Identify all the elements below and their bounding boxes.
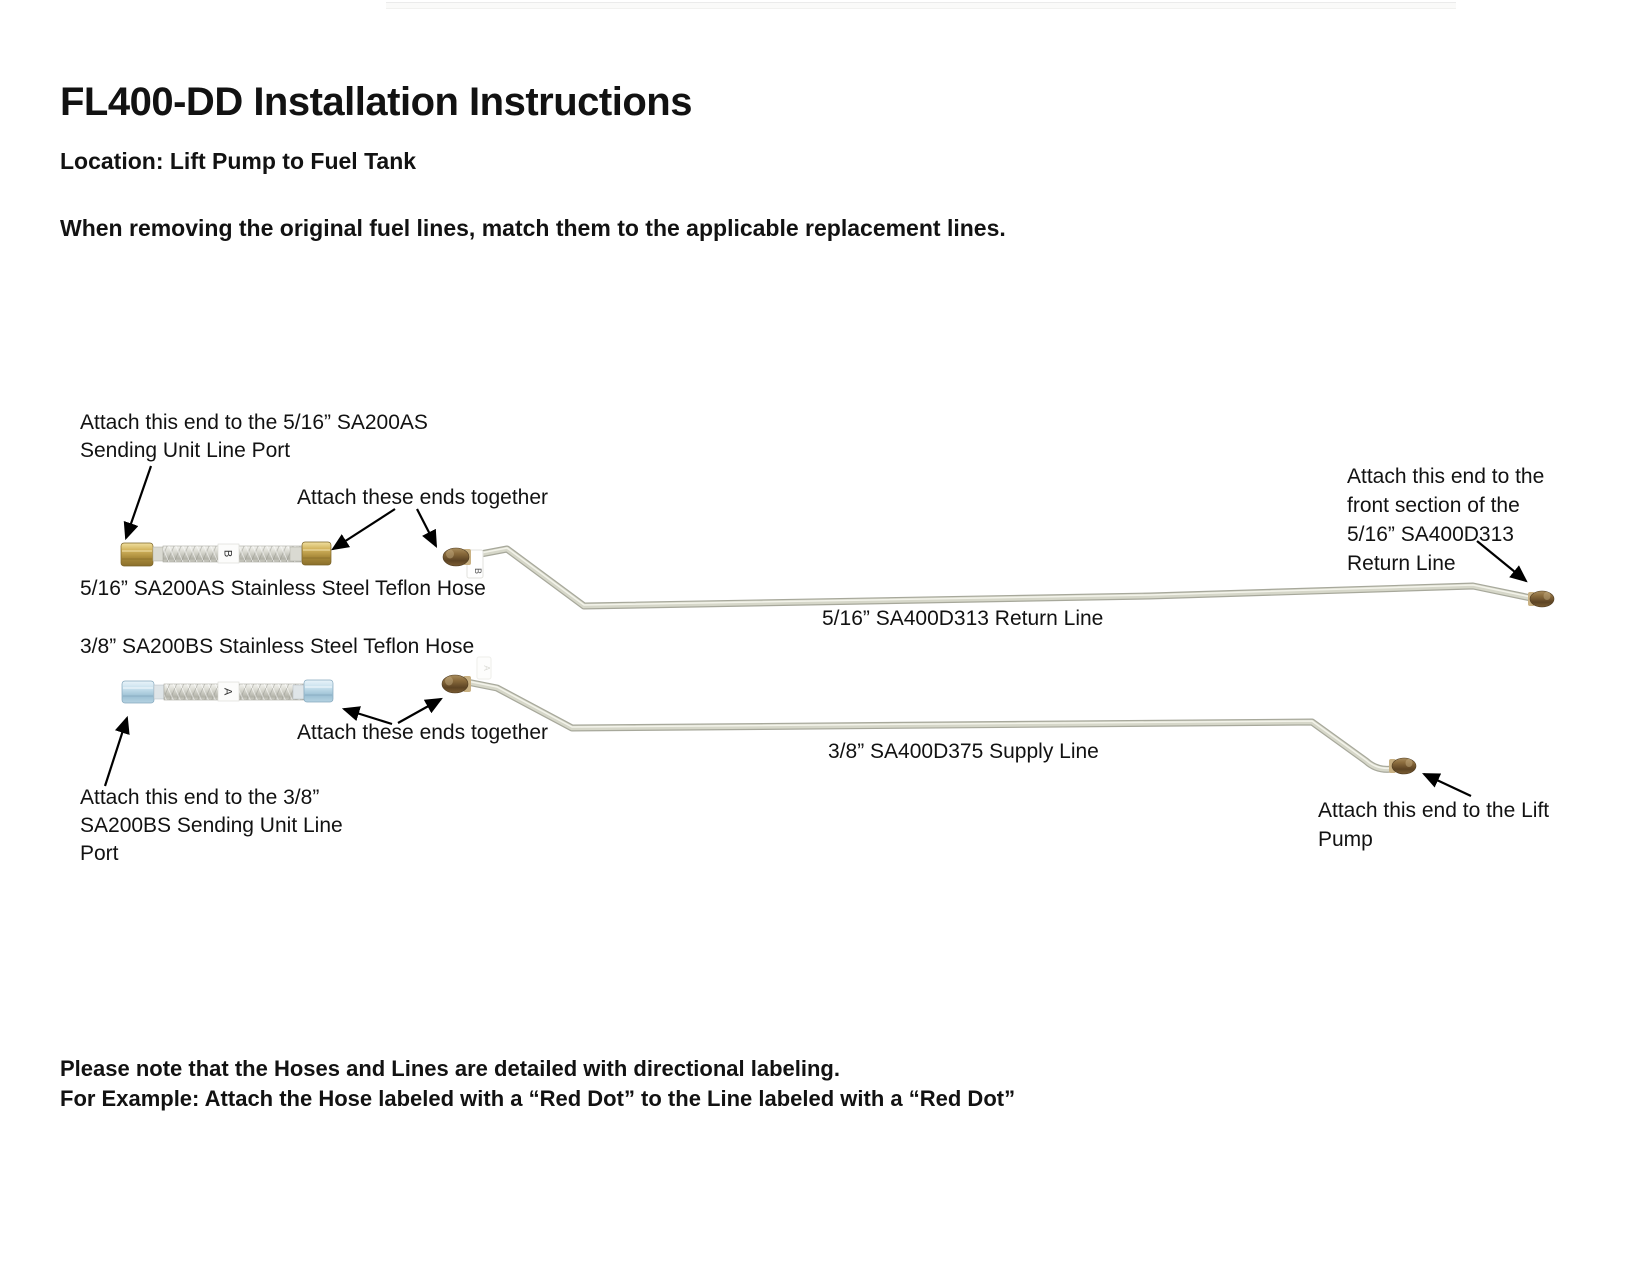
arrow-to-return-line-end [1476,540,1528,583]
callout-arrows [103,465,1528,797]
supply-line-label: 3/8” SA400D375 Supply Line [828,740,1099,763]
id-tag: A [476,656,492,680]
collar-right [289,546,303,562]
hex-nut-right [303,679,334,703]
flare-fitting-right [1389,757,1417,775]
flare-fitting-left [442,547,471,567]
annotation-attach-sending-unit-38: Attach this end to the 3/8” SA200BS Send… [80,786,343,865]
annotation-attach-front-section: Attach this end to the front section of … [1347,465,1545,575]
id-band [217,681,240,702]
intro-text: When removing the original fuel lines, m… [60,215,1006,241]
arrow-to-return-line-start [416,508,438,548]
steel-tube [466,545,1535,610]
scan-artifact-strip [386,2,1456,9]
arrow-to-hose-a-left-end [103,715,130,787]
return-line-label: 5/16” SA400D313 Return Line [822,607,1104,630]
hex-nut-left [121,680,155,704]
page-title: FL400-DD Installation Instructions [60,80,692,124]
hose-a-label: 3/8” SA200BS Stainless Steel Teflon Hose [80,635,475,658]
hose-a-illustration: A [121,679,334,704]
steel-tube [463,678,1396,773]
arrow-to-supply-line-start [397,697,443,724]
arrow-to-supply-line-end [1422,773,1472,797]
flare-fitting-right [1528,590,1555,608]
id-band [217,543,240,564]
supply-line-illustration: A [441,656,1417,775]
annotation-attach-together-top: Attach these ends together [297,486,549,509]
collar-left [153,684,165,700]
return-line-illustration: B [442,545,1555,610]
footer-note-1: Please note that the Hoses and Lines are… [60,1056,840,1081]
hose-b-illustration: B [120,541,332,567]
return-line-tag-letter: B [473,568,483,574]
supply-line-tag-letter: A [482,665,491,671]
collar-left [152,546,165,562]
collar-right [292,684,305,700]
footer-note-2: For Example: Attach the Hose labeled wit… [60,1086,1016,1111]
annotation-attach-together-bottom: Attach these ends together [297,721,549,744]
hose-a-band-letter: A [222,688,234,696]
arrow-to-hose-a-right-end [341,706,393,726]
hex-nut-left [120,542,154,567]
arrow-to-hose-b-right-end [331,508,396,551]
annotation-attach-lift-pump: Attach this end to the Lift Pump [1318,799,1550,851]
annotation-attach-sending-unit-516: Attach this end to the 5/16” SA200AS Sen… [80,411,428,462]
hex-nut-right [301,541,332,566]
location-subtitle: Location: Lift Pump to Fuel Tank [60,148,417,174]
hose-b-band-letter: B [222,550,234,557]
arrow-to-hose-b-left-end [123,465,153,541]
hose-b-label: 5/16” SA200AS Stainless Steel Teflon Hos… [80,577,486,600]
flare-fitting-left [441,674,471,694]
